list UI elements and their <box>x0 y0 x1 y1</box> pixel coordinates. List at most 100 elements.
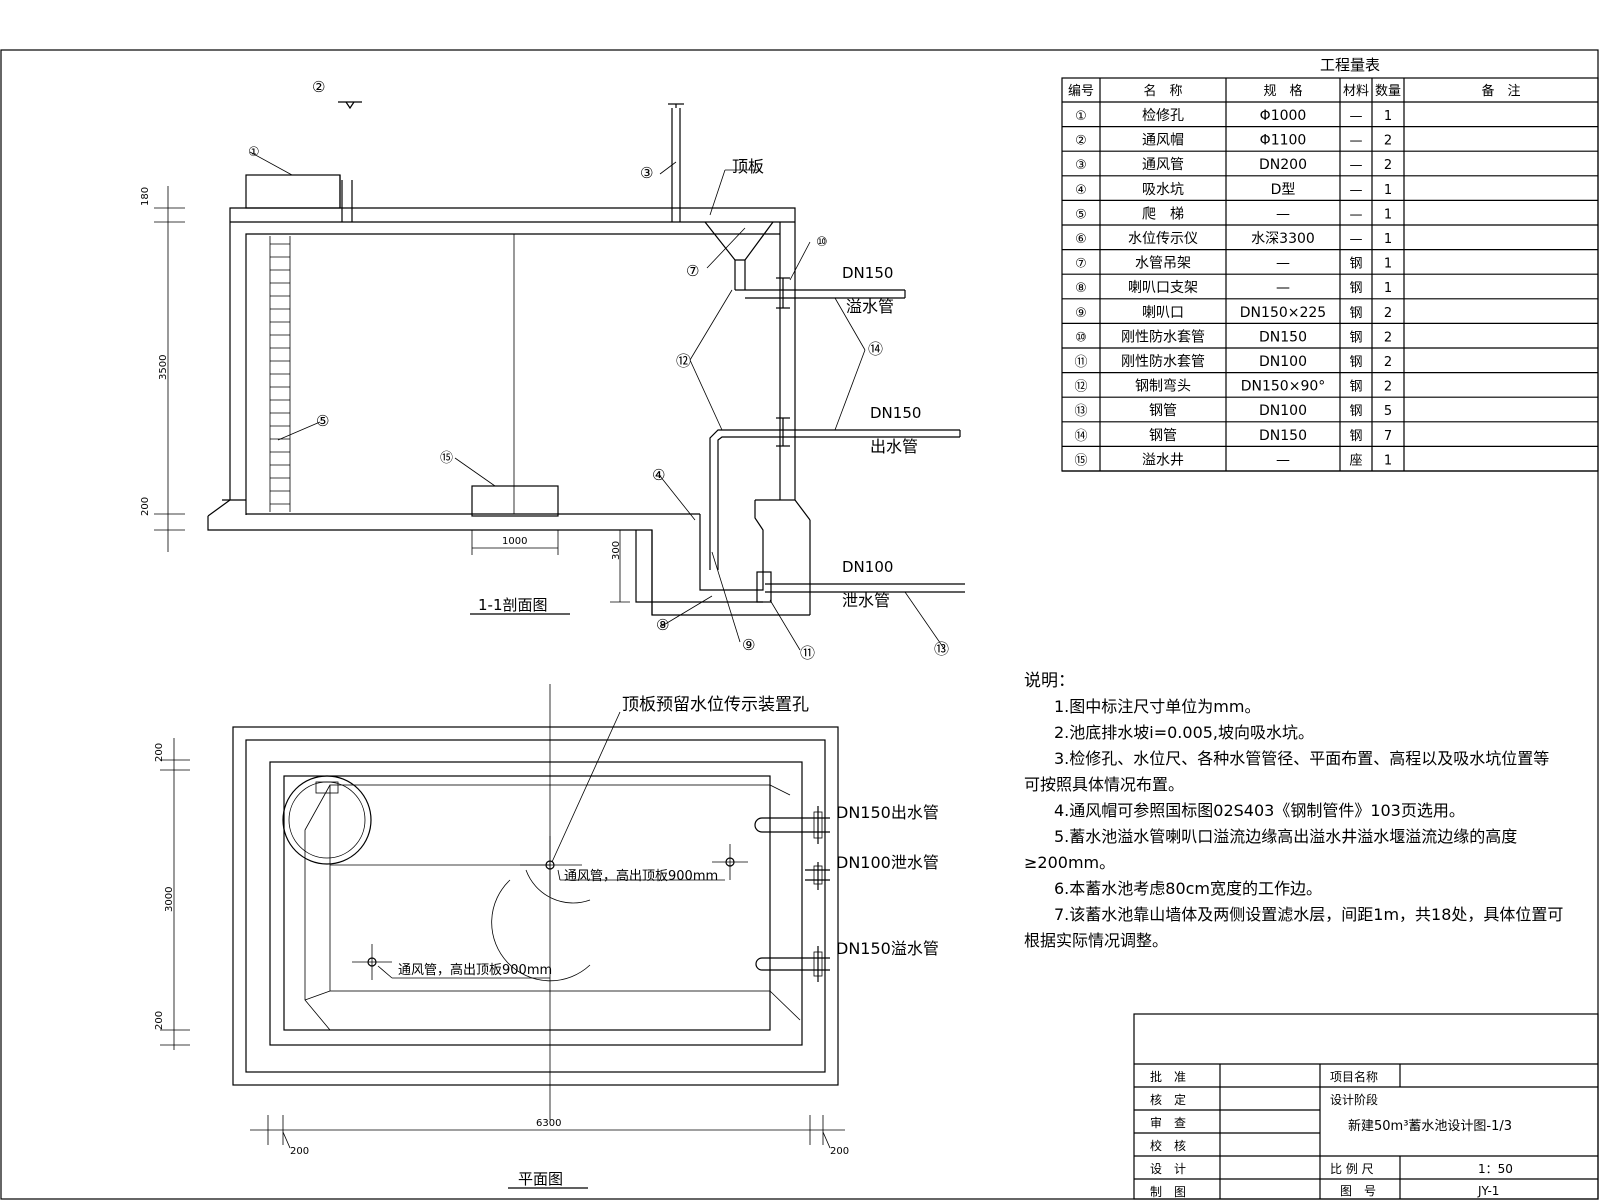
bom-cell: 座 <box>1349 453 1362 468</box>
bom-cell: 2 <box>1384 355 1392 370</box>
plan-pipe-outlet: DN150出水管 <box>836 803 939 822</box>
tb-scale-label: 比 例 尺 <box>1330 1162 1374 1176</box>
bom-cell: DN150 <box>1259 329 1307 345</box>
bom-cell: 钢 <box>1349 306 1362 321</box>
dim-top: 180 <box>140 187 151 206</box>
outlet-pipe-name: 出水管 <box>870 437 918 456</box>
bom-cell: 5 <box>1384 404 1392 419</box>
tb-label-5: 设 计 <box>1150 1162 1186 1176</box>
bom-cell: 刚性防水套管 <box>1121 329 1205 345</box>
label-gauge-hole: 顶板预留水位传示装置孔 <box>622 695 809 715</box>
bom-cell: 爬 梯 <box>1142 206 1184 222</box>
plan-dim-bottom: 200 <box>154 1011 165 1030</box>
note-item-6: 6.本蓄水池考虑80cm宽度的工作边。 <box>1054 879 1323 898</box>
bom-cell: — <box>1276 452 1290 468</box>
plan-manhole <box>282 775 372 865</box>
bom-cell: ④ <box>1075 183 1087 198</box>
section-outer-wall <box>229 207 796 500</box>
bom-cell: — <box>1350 207 1363 222</box>
plan-dim-left: 200 <box>290 1146 309 1157</box>
overflow-pipe-size: DN150 <box>842 264 893 282</box>
bom-cell: 水管吊架 <box>1135 256 1191 272</box>
bom-cell: 喇叭口支架 <box>1128 280 1198 296</box>
dim-bottom: 200 <box>140 497 151 516</box>
bom-cell: 1 <box>1384 232 1392 247</box>
note-item-3: 3.检修孔、水位尺、各种水管管径、平面布置、高程以及吸水坑位置等可按照具体情况布… <box>1024 749 1550 794</box>
label-roof: 顶板 <box>732 157 764 176</box>
bom-title: 工程量表 <box>1320 56 1380 74</box>
section-title: 1-1剖面图 <box>478 596 548 614</box>
tb-project-name-label: 项目名称 <box>1330 1069 1378 1084</box>
plan-outer-wall <box>232 726 839 1086</box>
bom-cell: 通风管 <box>1142 157 1184 173</box>
bom-cell: Φ1100 <box>1260 133 1307 149</box>
bom-cell: 检修孔 <box>1142 108 1184 124</box>
tb-design-stage-label: 设计阶段 <box>1330 1092 1378 1107</box>
tb-label-1: 批 准 <box>1150 1069 1186 1084</box>
bom-cell: 1 <box>1384 207 1392 222</box>
tb-label-4: 校 核 <box>1150 1138 1186 1153</box>
outlet-pipe <box>709 429 960 570</box>
bom-cell: 溢水井 <box>1142 452 1184 468</box>
section-pit <box>699 500 764 591</box>
bom-cell: — <box>1276 256 1290 272</box>
tb-drawing-no-value: JY-1 <box>1477 1184 1499 1198</box>
tb-label-2: 核 定 <box>1150 1092 1186 1107</box>
manhole <box>245 174 341 209</box>
bom-cell: 7 <box>1384 429 1392 444</box>
bom-cell: 钢 <box>1349 429 1362 444</box>
bom-cell: — <box>1350 158 1363 173</box>
section-inner-wall <box>245 233 780 515</box>
bom-cell: ⑨ <box>1075 306 1087 321</box>
bom-cell: 钢管 <box>1149 403 1177 419</box>
note-item-4: 4.通风帽可参照国标图02S403《钢制管件》103页选用。 <box>1054 801 1465 820</box>
bom-cell: — <box>1350 183 1363 198</box>
outlet-pipe-size: DN150 <box>870 404 921 422</box>
tb-drawing-no-label: 图 号 <box>1340 1184 1376 1198</box>
section-callout-13: ⑬ <box>934 640 949 658</box>
section-callout-7: ⑦ <box>686 262 699 280</box>
plan-view <box>160 684 845 1189</box>
bom-cell: Φ1000 <box>1260 108 1307 124</box>
dim-pit-depth: 300 <box>611 541 622 560</box>
note-item-5: 5.蓄水池溢水管喇叭口溢流边缘高出溢水井溢水堰溢流边缘的高度≥200mm。 <box>1024 827 1518 872</box>
bom-cell: 钢 <box>1349 257 1362 272</box>
bom-header-cell: 数量 <box>1375 84 1401 99</box>
drain-pipe-name: 泄水管 <box>842 591 890 610</box>
section-callout-12: ⑫ <box>676 352 691 370</box>
bom-cell: D型 <box>1271 182 1296 198</box>
plan-pipe-overflow: DN150溢水管 <box>836 939 939 958</box>
drain-pipe-size: DN100 <box>842 558 893 576</box>
section-callout-15: ⑮ <box>440 451 453 466</box>
overflow-well <box>471 485 559 517</box>
bom-cell: — <box>1350 134 1363 149</box>
bom-cell: ⑦ <box>1075 257 1087 272</box>
bom-header-cell: 编号 <box>1068 84 1094 99</box>
tb-label-3: 审 查 <box>1150 1115 1186 1130</box>
bom-cell: — <box>1350 232 1363 247</box>
bom-cell: ① <box>1075 109 1087 124</box>
bom-cell: 1 <box>1384 183 1392 198</box>
label-vent-2: 通风管，高出顶板900mm <box>398 962 552 978</box>
plan-title: 平面图 <box>518 1170 563 1188</box>
section-callout-3: ③ <box>640 164 653 182</box>
drawing-frame <box>0 49 1599 1200</box>
section-callout-2: ② <box>312 78 325 96</box>
bom-cell: 钢制弯头 <box>1135 378 1191 395</box>
bom-cell: 钢 <box>1349 404 1362 419</box>
note-item-7: 7.该蓄水池靠山墙体及两侧设置滤水层，间距1m，共18处，具体位置可根据实际情况… <box>1024 905 1564 950</box>
section-callout-1: ① <box>248 145 260 160</box>
bom-header-cell: 备 注 <box>1481 83 1520 99</box>
notes-title: 说明： <box>1024 671 1075 691</box>
bom-cell: 钢 <box>1349 355 1362 370</box>
tb-drawing-title: 新建50m³蓄水池设计图-1/3 <box>1348 1118 1512 1134</box>
bom-cell: 通风帽 <box>1142 133 1184 149</box>
plan-dim-width: 6300 <box>536 1118 561 1129</box>
bom-cell: 1 <box>1384 257 1392 272</box>
bom-cell: ⑮ <box>1074 453 1087 468</box>
bom-cell: 喇叭口 <box>1142 305 1184 321</box>
bom-cell: 吸水坑 <box>1142 182 1184 198</box>
section-callout-10: ⑩ <box>816 235 828 250</box>
